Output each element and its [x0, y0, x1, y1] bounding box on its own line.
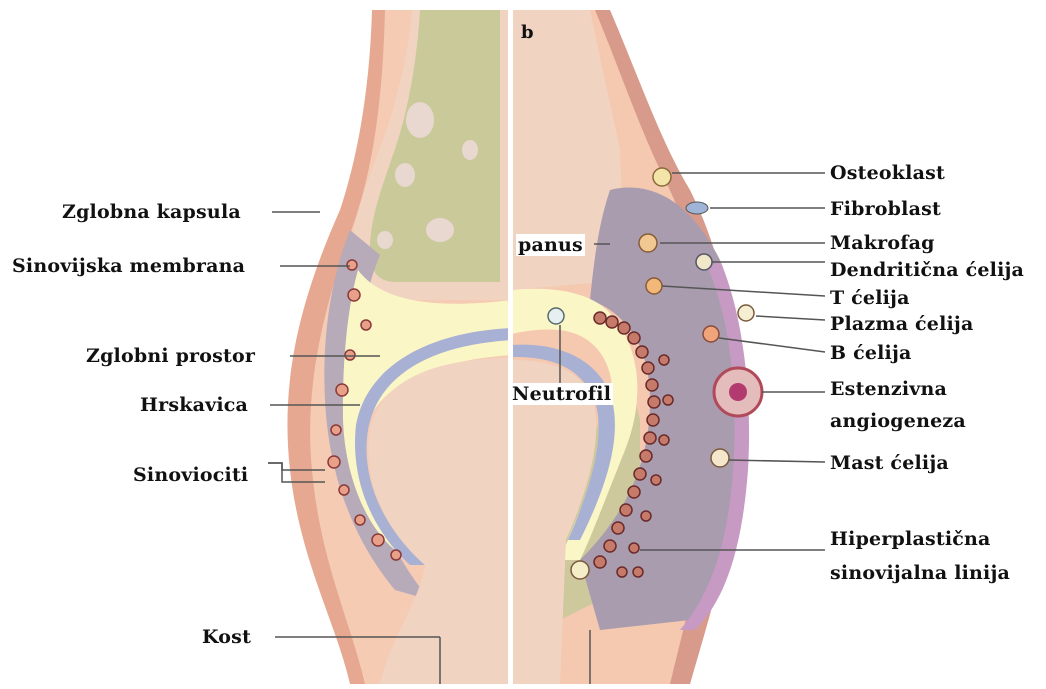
label-panus: panus	[516, 234, 585, 256]
label-hrskavica: Hrskavica	[140, 394, 248, 416]
label-makrofag: Makrofag	[830, 232, 935, 254]
label-osteoklast: Osteoklast	[830, 162, 945, 184]
label-estenzivna-line2: angiogeneza	[830, 410, 966, 432]
label-plazma-celija: Plazma ćelija	[830, 313, 974, 335]
label-hiperplasticna-line2: sinovijalna linija	[830, 562, 1010, 584]
label-t-celija: T ćelija	[830, 287, 910, 309]
label-mast-celija: Mast ćelija	[830, 452, 949, 474]
label-kost: Kost	[202, 626, 251, 648]
label-zglobna-kapsula: Zglobna kapsula	[62, 201, 241, 223]
center-divider	[508, 0, 513, 684]
label-sinoviociti: Sinoviociti	[133, 464, 248, 486]
label-zglobni-prostor: Zglobni prostor	[86, 345, 255, 367]
label-neutrofil: Neutrofil	[510, 383, 613, 405]
label-b-celija: B ćelija	[830, 342, 912, 364]
label-estenzivna-line1: Estenzivna	[830, 378, 947, 400]
label-fibroblast: Fibroblast	[830, 198, 941, 220]
label-hiperplasticna-line1: Hiperplastična	[830, 528, 991, 550]
label-sinovijska-membrana: Sinovijska membrana	[12, 255, 245, 277]
panel-letter: b	[521, 22, 534, 44]
label-dendriticna-celija: Dendritična ćelija	[830, 259, 1024, 281]
